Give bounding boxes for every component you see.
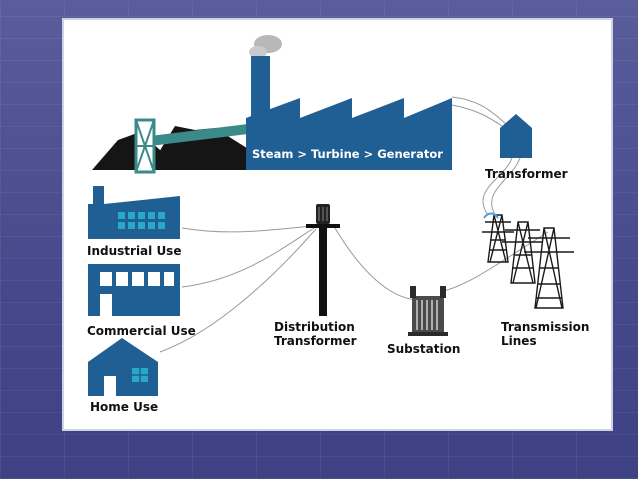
wire-transformer-towers (482, 157, 513, 216)
substation-bushing-left (410, 286, 416, 298)
home-label: Home Use (90, 400, 158, 414)
industrial-building (88, 186, 180, 239)
commercial-door (100, 294, 112, 316)
substation-label: Substation (387, 342, 460, 356)
commercial-windows (100, 272, 174, 286)
wire-pole-home (159, 228, 317, 353)
home-building (88, 338, 158, 396)
pole-shaft (319, 224, 327, 316)
distribution-label-line1: Distribution (274, 320, 355, 334)
industrial-windows (118, 212, 165, 229)
wire-factory-transformer-2 (451, 104, 503, 127)
substation-fins (416, 300, 438, 330)
pole-transformer-fins (318, 207, 328, 221)
factory-building (246, 98, 452, 170)
substation-bushing-right (440, 286, 446, 298)
tower-2 (502, 221, 543, 284)
industrial-body (88, 204, 180, 239)
transformer-house (500, 114, 532, 158)
commercial-building (88, 264, 180, 316)
wire-pole-commercial (181, 227, 315, 288)
substation-base (408, 332, 448, 336)
smokestack (251, 56, 270, 126)
factory-label: Steam > Turbine > Generator (252, 147, 443, 161)
power-wires (159, 96, 549, 353)
power-plant: Steam > Turbine > Generator (246, 35, 452, 170)
industrial-stack (93, 186, 104, 210)
home-body (88, 338, 158, 396)
wire-transformer-towers-2 (491, 157, 521, 217)
home-door (104, 376, 116, 396)
home-window-frame (132, 368, 148, 382)
wire-pole-industrial (181, 225, 313, 233)
transmission-towers (482, 212, 574, 309)
conveyor-belt (150, 124, 248, 146)
industrial-roof (104, 196, 180, 204)
wire-substation-pole (334, 227, 421, 301)
conveyor-tower-brace (135, 119, 155, 173)
wire-factory-transformer (451, 96, 507, 125)
tower-1 (482, 214, 514, 263)
distribution-label-line2: Transformer (274, 334, 357, 348)
step-up-transformer: Transformer (485, 114, 568, 181)
smoke-cloud-2 (249, 46, 267, 58)
insulator-highlight (483, 212, 499, 219)
commercial-label: Commercial Use (87, 324, 196, 338)
transformer-label: Transformer (485, 167, 568, 181)
coal-mine (92, 118, 262, 174)
transmission-label-line2: Lines (501, 334, 537, 348)
tower-3 (524, 227, 574, 309)
transmission-label-line1: Transmission (501, 320, 589, 334)
industrial-label: Industrial Use (87, 244, 181, 258)
substation (408, 286, 448, 336)
distribution-pole (306, 204, 340, 316)
